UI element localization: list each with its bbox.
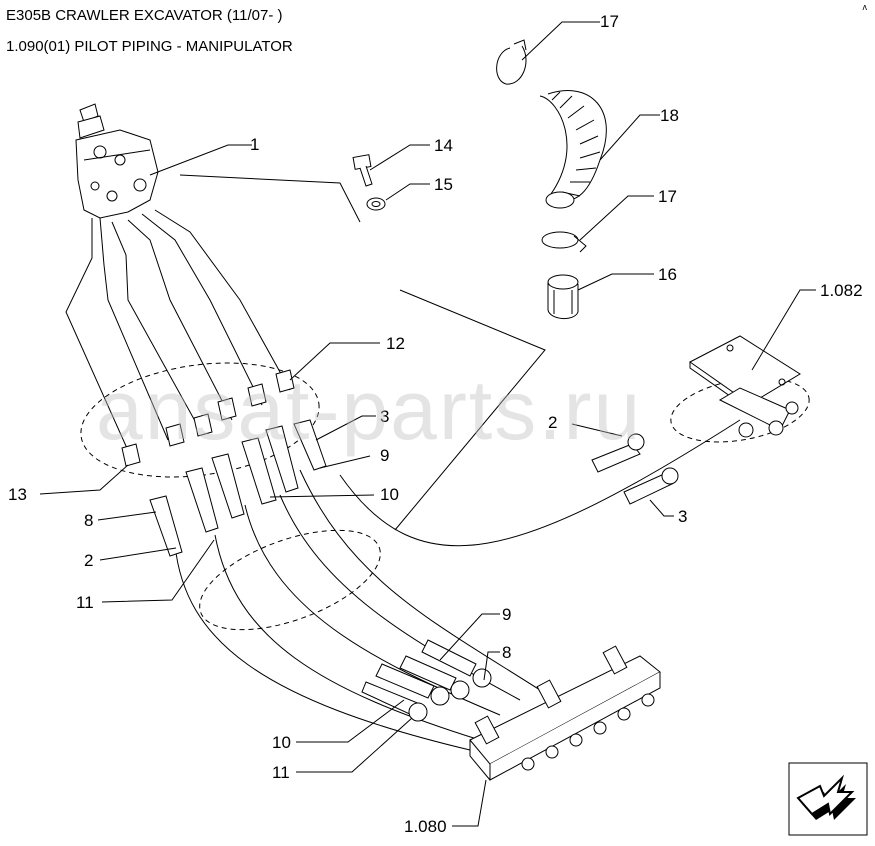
callout-1-082[interactable]: 1.082	[820, 281, 863, 300]
callout-8-lower[interactable]: 8	[502, 643, 511, 662]
callout-9-lower[interactable]: 9	[502, 605, 511, 624]
control-block-upper[interactable]	[689, 335, 801, 438]
next-page-button[interactable]	[788, 762, 868, 836]
callout-11-left[interactable]: 11	[76, 593, 94, 612]
hose-end-group-right[interactable]	[591, 433, 679, 505]
callout-2-left[interactable]: 2	[84, 551, 93, 570]
callout-10-upper[interactable]: 10	[380, 485, 399, 504]
manifold-block-lower[interactable]	[469, 645, 661, 781]
callout-11-lower[interactable]: 11	[272, 763, 290, 782]
callout-1-080[interactable]: 1.080	[404, 817, 447, 836]
hose-end-group-left[interactable]	[149, 419, 327, 557]
callout-12[interactable]: 12	[386, 334, 405, 353]
next-page-arrow-icon	[788, 762, 868, 836]
corner-mark: ʌ	[862, 2, 868, 12]
callout-1[interactable]: 1	[250, 135, 259, 154]
manipulator-valve[interactable]	[75, 103, 159, 219]
model-title: E305B CRAWLER EXCAVATOR (11/07- )	[6, 7, 283, 24]
hose-end-group-lower[interactable]	[361, 639, 492, 722]
callout-15[interactable]: 15	[434, 175, 453, 194]
callout-2-right[interactable]: 2	[548, 413, 557, 432]
callout-10-lower[interactable]: 10	[272, 733, 291, 752]
callout-3-right[interactable]: 3	[678, 507, 687, 526]
clamp-part-lower[interactable]	[541, 231, 587, 253]
callout-9-upper[interactable]: 9	[380, 446, 389, 465]
fitting-group-upper[interactable]	[121, 369, 295, 467]
clamp-part-upper[interactable]	[496, 39, 527, 85]
washer-part[interactable]	[366, 197, 386, 211]
callout-17-lower[interactable]: 17	[658, 187, 677, 206]
callout-16[interactable]: 16	[658, 265, 677, 284]
boot-part[interactable]	[539, 90, 607, 209]
callout-8-left[interactable]: 8	[84, 511, 93, 530]
bolt-part[interactable]	[352, 154, 373, 187]
callout-17-upper[interactable]: 17	[600, 12, 619, 31]
callout-18[interactable]: 18	[660, 106, 679, 125]
callout-13[interactable]: 13	[8, 485, 27, 504]
callout-14[interactable]: 14	[434, 136, 453, 155]
section-title: 1.090(01) PILOT PIPING - MANIPULATOR	[6, 38, 293, 55]
callout-3-upper[interactable]: 3	[380, 407, 389, 426]
bushing-part[interactable]	[547, 274, 579, 319]
